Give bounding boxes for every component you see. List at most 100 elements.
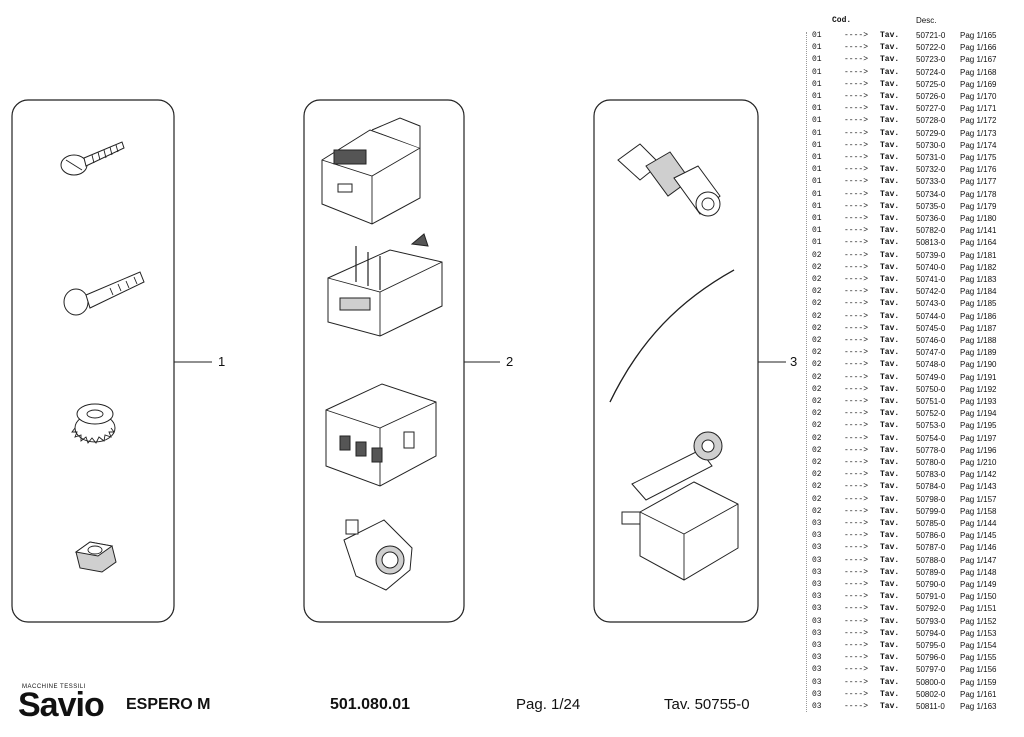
group-3-panel[interactable] bbox=[593, 99, 759, 623]
row-table-number: 50786-0 bbox=[916, 531, 946, 541]
row-table-number: 50740-0 bbox=[916, 262, 946, 272]
group-1-panel[interactable] bbox=[11, 99, 175, 623]
group-2-number: 2 bbox=[506, 354, 514, 369]
row-page: Pag 1/173 bbox=[960, 128, 997, 138]
row-page: Pag 1/191 bbox=[960, 372, 997, 382]
row-code: 01 bbox=[812, 177, 822, 187]
row-page: Pag 1/188 bbox=[960, 336, 997, 345]
row-tav: Tav. bbox=[880, 677, 900, 687]
row-code: 01 bbox=[812, 79, 822, 89]
row-code: 02 bbox=[812, 262, 822, 272]
row-code: 03 bbox=[812, 677, 822, 687]
row-tav: Tav. bbox=[880, 458, 900, 467]
row-arrow: ----> bbox=[844, 482, 869, 492]
row-table-number: 50729-0 bbox=[916, 128, 946, 138]
row-tav: Tav. bbox=[880, 421, 900, 431]
row-code: 02 bbox=[812, 336, 822, 345]
row-table-number: 50747-0 bbox=[916, 348, 946, 358]
contactor-icon bbox=[321, 117, 421, 225]
push-button-icon bbox=[343, 519, 413, 591]
row-tav: Tav. bbox=[880, 580, 900, 589]
row-page: Pag 1/196 bbox=[960, 445, 997, 455]
row-tav: Tav. bbox=[880, 311, 900, 321]
row-code: 02 bbox=[812, 275, 822, 284]
group-3-number: 3 bbox=[790, 354, 798, 369]
row-tav: Tav. bbox=[880, 55, 900, 65]
row-table-number: 50731-0 bbox=[916, 153, 946, 162]
group-2-panel[interactable] bbox=[303, 99, 465, 623]
row-arrow: ----> bbox=[844, 43, 869, 53]
row-tav: Tav. bbox=[880, 628, 900, 638]
row-code: 01 bbox=[812, 128, 822, 138]
row-code: 02 bbox=[812, 372, 822, 382]
row-arrow: ----> bbox=[844, 580, 869, 589]
row-page: Pag 1/164 bbox=[960, 238, 997, 248]
row-page: Pag 1/176 bbox=[960, 165, 997, 175]
listing-divider bbox=[806, 32, 807, 712]
row-tav: Tav. bbox=[880, 238, 900, 248]
row-table-number: 50750-0 bbox=[916, 384, 946, 394]
row-code: 01 bbox=[812, 165, 822, 175]
row-arrow: ----> bbox=[844, 238, 869, 248]
row-page: Pag 1/175 bbox=[960, 153, 997, 162]
row-code: 02 bbox=[812, 384, 822, 394]
row-tav: Tav. bbox=[880, 92, 900, 101]
